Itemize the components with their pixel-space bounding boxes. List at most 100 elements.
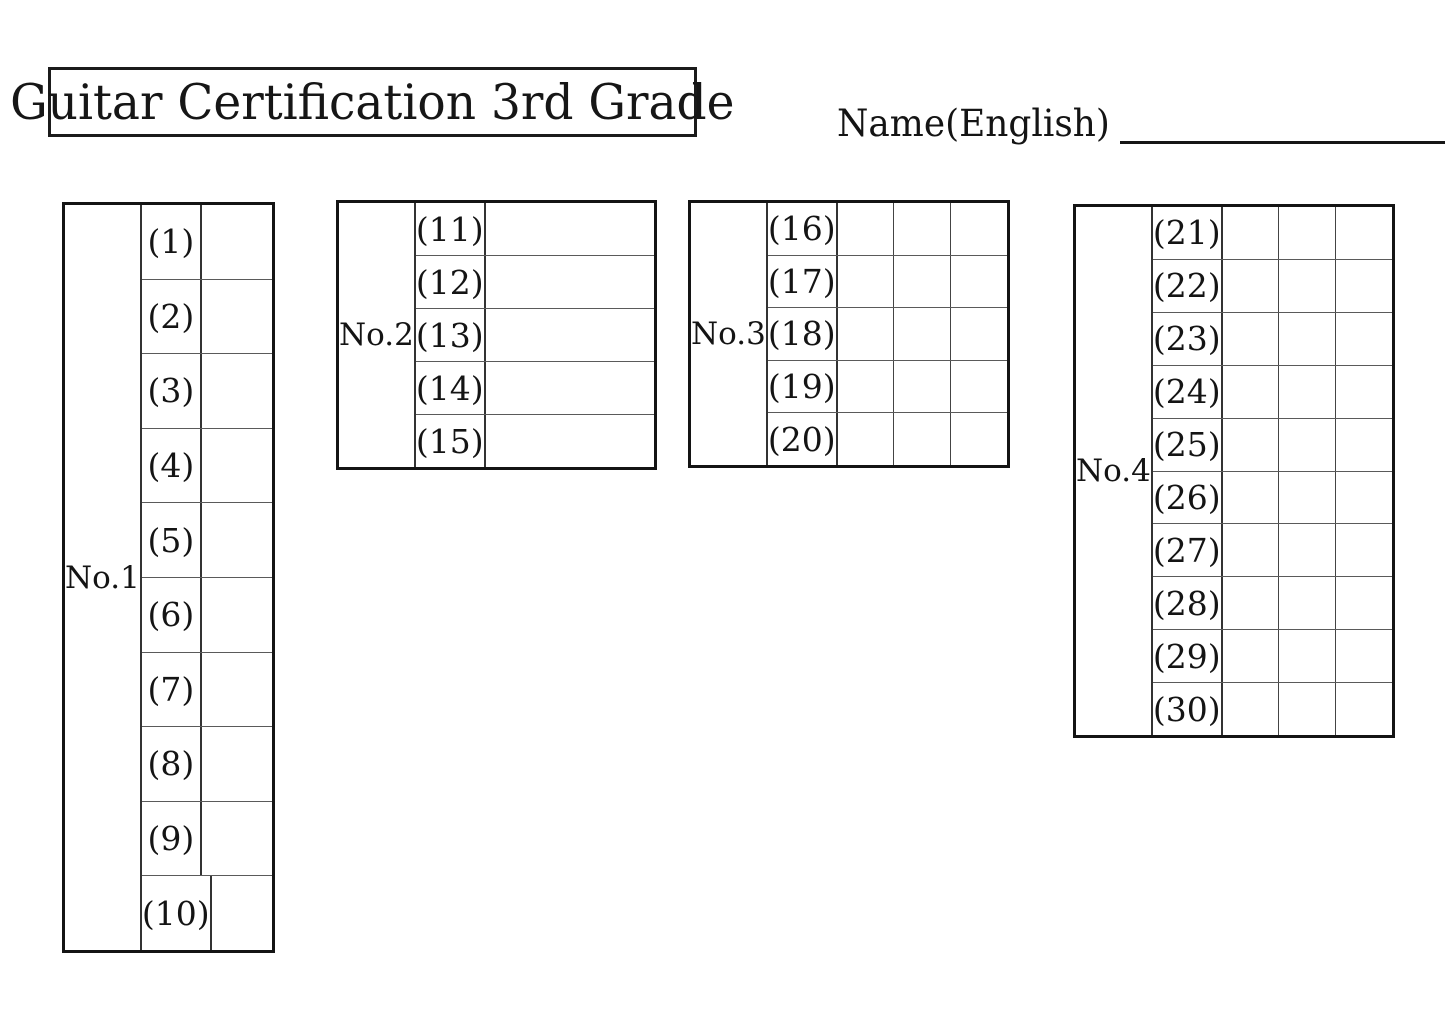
answer-cell: [486, 309, 654, 361]
table-row: (19): [767, 359, 1007, 413]
question-number: (10): [142, 876, 212, 950]
table-row: (10): [141, 875, 272, 950]
answer-cell: [1279, 630, 1337, 683]
answer-cell: [951, 203, 1007, 255]
answer-cell: [951, 308, 1007, 360]
question-number: (1): [142, 205, 202, 279]
table-row: (4): [141, 427, 272, 503]
answer-cell: [894, 203, 952, 255]
table-row: (8): [141, 726, 272, 801]
answer-table-no1: No.1(1)(2)(3)(4)(5)(6)(7)(8)(9)(10): [62, 202, 275, 953]
answer-cell: [1336, 472, 1392, 524]
table-row: (11): [416, 203, 654, 255]
answer-cell: [1223, 207, 1280, 259]
question-number: (17): [768, 255, 838, 308]
answer-cell: [202, 280, 272, 354]
table-row: (29): [1152, 629, 1392, 683]
table-label: No.2: [339, 203, 416, 467]
table-row: (7): [141, 651, 272, 727]
table-row: (24): [1152, 364, 1392, 418]
question-number: (22): [1153, 259, 1223, 312]
question-number: (20): [768, 413, 838, 465]
answer-cell: [486, 203, 654, 255]
table-row: (28): [1152, 576, 1392, 630]
question-number: (15): [416, 415, 486, 467]
table-row: (12): [415, 255, 654, 308]
answer-cell: [202, 354, 272, 428]
answer-cell: [1223, 524, 1280, 577]
answer-cell: [202, 205, 272, 279]
answer-cell: [1223, 418, 1280, 471]
answer-cell: [1223, 312, 1280, 365]
answer-cell: [1279, 471, 1337, 524]
answer-cell: [838, 308, 895, 360]
answer-cell: [894, 308, 952, 360]
question-number: (12): [416, 256, 486, 308]
answer-cell: [1336, 419, 1392, 471]
answer-cell: [486, 362, 654, 414]
table-rows: (11)(12)(13)(14)(15): [415, 203, 654, 467]
question-number: (5): [142, 503, 202, 577]
answer-cell: [1279, 259, 1337, 312]
answer-cell: [1336, 207, 1392, 259]
table-label: No.3: [691, 203, 768, 465]
question-number: (7): [142, 652, 202, 727]
answer-cell: [838, 413, 895, 465]
question-number: (13): [416, 309, 486, 361]
table-row: (13): [415, 308, 654, 361]
answer-cell: [1336, 260, 1392, 312]
question-number: (6): [142, 577, 202, 652]
question-number: (3): [142, 354, 202, 428]
question-number: (26): [1153, 471, 1223, 524]
answer-cell: [951, 256, 1007, 308]
table-row: (27): [1152, 523, 1392, 577]
table-row: (17): [767, 254, 1007, 308]
question-number: (14): [416, 362, 486, 414]
table-row: (22): [1152, 258, 1392, 312]
table-rows: (21)(22)(23)(24)(25)(26)(27)(28)(29)(30): [1152, 207, 1392, 736]
question-number: (8): [142, 727, 202, 801]
answer-cell: [1336, 630, 1392, 682]
answer-cell: [1336, 313, 1392, 365]
answer-cell: [951, 413, 1007, 465]
question-number: (16): [768, 203, 838, 255]
table-row: (18): [767, 307, 1007, 360]
answer-cell: [1223, 577, 1280, 630]
answer-cell: [1279, 418, 1337, 471]
answer-cell: [202, 802, 272, 876]
name-field: Name(English): [837, 102, 1445, 144]
answer-table-no3: No.3(16)(17)(18)(19)(20): [688, 200, 1010, 468]
question-number: (30): [1153, 683, 1223, 736]
answer-cell: [951, 361, 1007, 413]
answer-cell: [1279, 207, 1337, 259]
question-number: (29): [1153, 630, 1223, 683]
answer-cell: [1223, 683, 1280, 736]
question-number: (21): [1153, 207, 1223, 259]
answer-cell: [1336, 366, 1392, 418]
table-row: (2): [141, 278, 272, 354]
question-number: (27): [1153, 524, 1223, 577]
answer-cell: [894, 360, 952, 413]
table-row: (25): [1152, 417, 1392, 471]
table-row: (3): [141, 353, 272, 428]
answer-table-no4: No.4(21)(22)(23)(24)(25)(26)(27)(28)(29)…: [1073, 204, 1395, 738]
question-number: (24): [1153, 365, 1223, 418]
answer-cell: [1279, 577, 1337, 630]
table-row: (1): [142, 205, 272, 279]
table-row: (20): [767, 412, 1007, 465]
answer-cell: [1223, 630, 1280, 683]
answer-cell: [838, 360, 895, 413]
answer-cell: [202, 429, 272, 503]
table-row: (23): [1152, 311, 1392, 365]
answer-cell: [202, 578, 272, 652]
table-row: (6): [141, 576, 272, 652]
answer-cell: [1279, 312, 1337, 365]
answer-cell: [202, 727, 272, 801]
answer-cell: [1223, 365, 1280, 418]
question-number: (11): [416, 203, 486, 255]
answer-cell: [1223, 259, 1280, 312]
answer-cell: [838, 255, 895, 308]
name-label: Name(English): [837, 102, 1110, 146]
table-row: (9): [141, 800, 272, 876]
table-row: (26): [1152, 470, 1392, 524]
